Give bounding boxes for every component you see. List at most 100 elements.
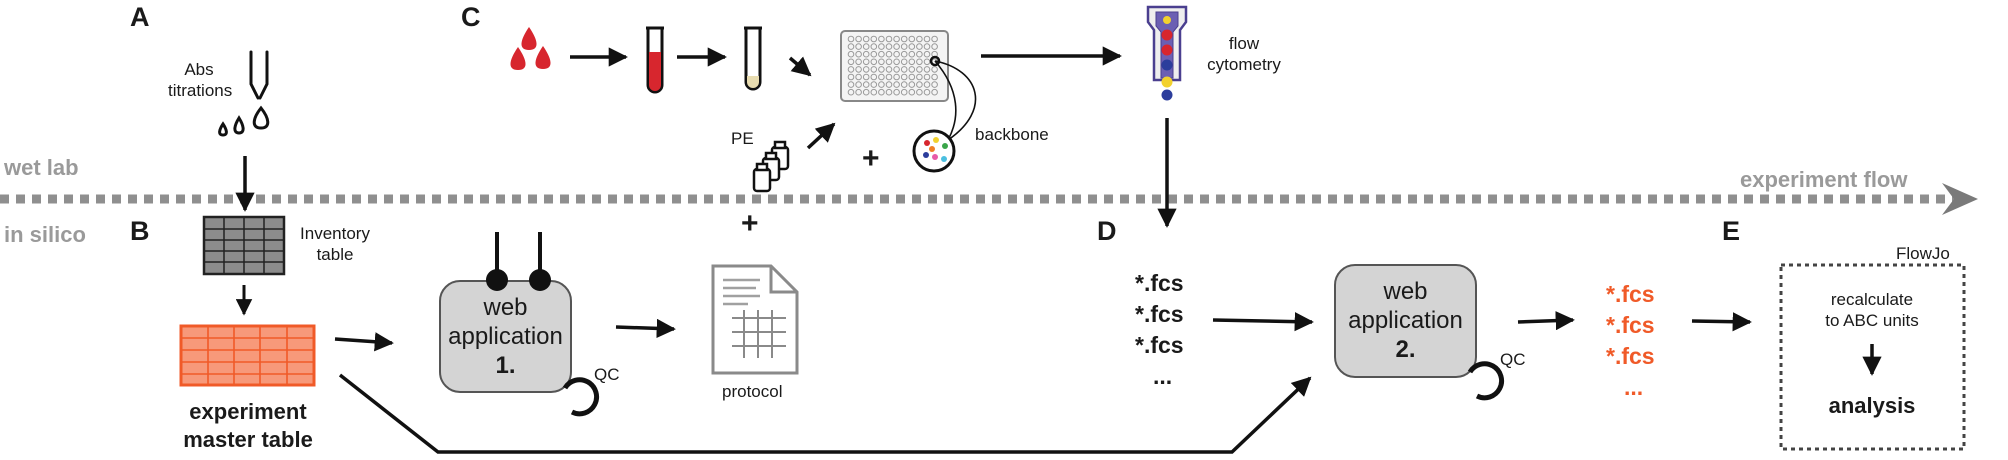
protocol-label: protocol bbox=[722, 382, 783, 401]
well bbox=[847, 73, 855, 81]
panel-label-d: D bbox=[1097, 216, 1117, 246]
well bbox=[862, 81, 870, 88]
pe-label: PE bbox=[731, 129, 754, 148]
well bbox=[870, 81, 878, 88]
well bbox=[900, 81, 908, 88]
arrow-fcs-to-flowjo bbox=[1691, 312, 1752, 332]
experiment-flow-label: experiment flow bbox=[1740, 167, 1908, 192]
flowjo-label: FlowJo bbox=[1896, 244, 1950, 263]
master-line1: experiment bbox=[189, 399, 307, 424]
qc2-loop-icon bbox=[1467, 361, 1505, 401]
well bbox=[900, 88, 908, 96]
inventory-table-label: Inventory table bbox=[290, 223, 380, 265]
well bbox=[870, 66, 878, 73]
well bbox=[923, 43, 931, 50]
well bbox=[878, 81, 885, 88]
well bbox=[908, 88, 916, 96]
well bbox=[923, 81, 931, 88]
well bbox=[878, 35, 885, 43]
well bbox=[900, 43, 908, 50]
well bbox=[893, 73, 900, 81]
well bbox=[885, 66, 893, 73]
webapp1-inputs bbox=[486, 232, 551, 291]
master-table-icon bbox=[179, 324, 316, 387]
well bbox=[855, 58, 862, 66]
abs-line1: Abs bbox=[184, 60, 214, 79]
well bbox=[900, 73, 908, 81]
experiment-master-table-label: experiment master table bbox=[158, 398, 338, 454]
well bbox=[855, 66, 862, 73]
well bbox=[893, 35, 900, 43]
backbone-label: backbone bbox=[975, 125, 1049, 144]
analysis-label: analysis bbox=[1828, 393, 1916, 418]
well bbox=[870, 88, 878, 96]
well bbox=[878, 50, 885, 58]
well bbox=[900, 66, 908, 73]
fcs-list-output: *.fcs *.fcs *.fcs ... bbox=[1606, 279, 1655, 403]
well bbox=[885, 73, 893, 81]
plus-b: + bbox=[741, 207, 759, 240]
fcs-item: *.fcs bbox=[1135, 270, 1184, 296]
well bbox=[870, 50, 878, 58]
well bbox=[862, 66, 870, 73]
webapp1-line2: application bbox=[448, 323, 563, 350]
well bbox=[870, 73, 878, 81]
webapp2-line3: 2. bbox=[1395, 336, 1416, 363]
flow-cytometry-label: flow cytometry bbox=[1198, 33, 1290, 75]
well bbox=[931, 66, 938, 73]
well bbox=[908, 35, 916, 43]
fcs-item-orange: ... bbox=[1624, 374, 1644, 400]
well bbox=[931, 88, 938, 96]
flow-line2: cytometry bbox=[1207, 55, 1281, 74]
qc1-loop-icon bbox=[562, 377, 600, 417]
well bbox=[893, 88, 900, 96]
fcs-item: *.fcs bbox=[1135, 332, 1184, 358]
well bbox=[908, 66, 916, 73]
master-line2: master table bbox=[183, 427, 313, 452]
well bbox=[878, 43, 885, 50]
webapp2-box bbox=[1334, 264, 1477, 378]
well bbox=[900, 50, 908, 58]
well bbox=[923, 66, 931, 73]
well bbox=[862, 35, 870, 43]
webapp2-line2: application bbox=[1348, 307, 1463, 334]
fcs-item-orange: *.fcs bbox=[1606, 281, 1655, 307]
webapp2-label: web application 2. bbox=[1335, 277, 1476, 364]
well bbox=[878, 73, 885, 81]
well bbox=[893, 50, 900, 58]
well bbox=[931, 81, 938, 88]
inventory-line1: Inventory bbox=[300, 224, 370, 243]
well bbox=[862, 73, 870, 81]
fcs-item: *.fcs bbox=[1135, 301, 1184, 327]
well bbox=[916, 58, 923, 66]
well bbox=[916, 66, 923, 73]
well bbox=[847, 81, 855, 88]
well bbox=[908, 81, 916, 88]
well bbox=[916, 43, 923, 50]
arrow-webapp1-to-protocol bbox=[615, 318, 676, 339]
well bbox=[885, 43, 893, 50]
fcs-item: ... bbox=[1153, 363, 1173, 389]
well bbox=[931, 43, 938, 50]
well bbox=[855, 81, 862, 88]
well bbox=[908, 73, 916, 81]
well bbox=[847, 66, 855, 73]
well-plate-icon bbox=[840, 30, 949, 102]
abs-line2: titrations bbox=[168, 81, 233, 100]
well bbox=[855, 43, 862, 50]
arrow-fcs-to-webapp2 bbox=[1212, 312, 1314, 332]
well bbox=[885, 88, 893, 96]
pe-vials-icon bbox=[752, 140, 790, 193]
well bbox=[855, 35, 862, 43]
well bbox=[893, 58, 900, 66]
well bbox=[862, 88, 870, 96]
well bbox=[885, 58, 893, 66]
well bbox=[885, 50, 893, 58]
well bbox=[847, 88, 855, 96]
separated-tube-icon bbox=[744, 26, 762, 91]
well bbox=[862, 43, 870, 50]
arrow-pe-to-plate bbox=[806, 122, 836, 150]
blood-tube-icon bbox=[646, 26, 664, 94]
well bbox=[885, 81, 893, 88]
